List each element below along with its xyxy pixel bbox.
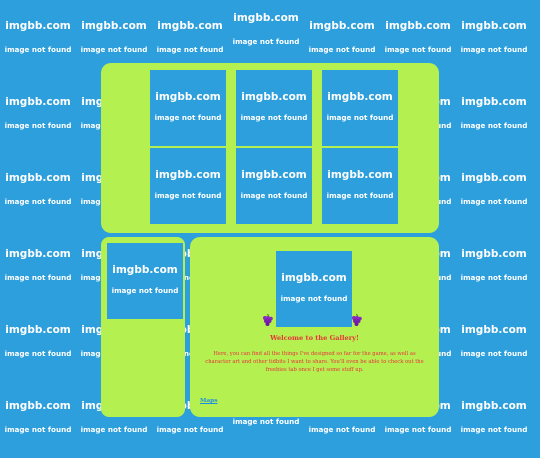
placeholder-message: image not found	[384, 45, 452, 54]
placeholder-message: image not found	[460, 197, 528, 206]
placeholder-message: image not found	[4, 197, 72, 206]
background-tile: imgbb.com image not found	[456, 154, 532, 230]
placeholder-brand: imgbb.com	[461, 248, 527, 260]
gallery-image[interactable]: imgbb.com image not found	[150, 70, 226, 146]
placeholder-message: image not found	[156, 425, 224, 434]
placeholder-brand: imgbb.com	[281, 272, 347, 284]
placeholder-brand: imgbb.com	[155, 91, 221, 103]
placeholder-message: image not found	[326, 113, 394, 122]
placeholder-message: image not found	[308, 425, 376, 434]
placeholder-message: image not found	[154, 191, 222, 200]
placeholder-message: image not found	[152, 273, 228, 282]
placeholder-brand: imgbb.com	[233, 12, 299, 24]
placeholder-message: image not found	[4, 45, 72, 54]
placeholder-message: image not found	[460, 349, 528, 358]
gallery-image[interactable]: imgbb.com image not found	[236, 70, 312, 146]
placeholder-message: image not found	[460, 273, 528, 282]
background-tile: imgbb.com image not found	[380, 2, 456, 78]
background-tile: imgbb.com image not found	[456, 306, 532, 382]
gallery-panel: imgbb.com image not found imgbb.com imag…	[101, 63, 439, 233]
welcome-heading: Welcome to the Gallery!	[270, 334, 359, 342]
placeholder-brand: imgbb.com	[327, 91, 393, 103]
background-tile: imgbb.com image not found	[0, 382, 76, 458]
placeholder-message: image not found	[152, 349, 228, 358]
placeholder-message: image not found	[460, 425, 528, 434]
placeholder-brand: imgbb.com	[327, 169, 393, 181]
placeholder-brand: imgbb.com	[461, 96, 527, 108]
placeholder-message: image not found	[308, 45, 376, 54]
placeholder-brand: imgbb.com	[5, 400, 71, 412]
placeholder-brand: imgbb.com	[157, 20, 223, 32]
placeholder-brand: imgbb.com	[5, 20, 71, 32]
welcome-text: Here, you can find all the things I've d…	[205, 351, 424, 373]
placeholder-brand: imgbb.com	[461, 172, 527, 184]
placeholder-brand: imgbb.com	[241, 91, 307, 103]
profile-image: imgbb.com image not found	[107, 243, 183, 319]
background-tile: imgbb.com image not found	[76, 2, 152, 78]
background-tile: imgbb.com image not found	[456, 382, 532, 458]
background-tile: imgbb.com image not found	[456, 78, 532, 154]
placeholder-message: image not found	[111, 286, 179, 295]
maps-link[interactable]: Maps	[200, 398, 218, 404]
placeholder-message: image not found	[4, 121, 72, 130]
background-tile: imgbb.com image not found	[456, 2, 532, 78]
placeholder-message: image not found	[156, 45, 224, 54]
placeholder-brand: imgbb.com	[5, 248, 71, 260]
background-tile: imgbb.com image not found	[152, 2, 228, 78]
placeholder-brand: imgbb.com	[385, 20, 451, 32]
background-tile: imgbb.com image not found	[228, 0, 304, 70]
placeholder-message: image not found	[240, 113, 308, 122]
header-image: imgbb.com image not found	[276, 251, 352, 327]
placeholder-brand: imgbb.com	[309, 20, 375, 32]
placeholder-brand: imgbb.com	[241, 169, 307, 181]
placeholder-brand: imgbb.com	[5, 324, 71, 336]
placeholder-message: image not found	[280, 294, 348, 303]
placeholder-brand: imgbb.com	[461, 324, 527, 336]
placeholder-message: image not found	[384, 425, 452, 434]
background-tile: imgbb.com image not found	[0, 78, 76, 154]
placeholder-message: image not found	[4, 349, 72, 358]
placeholder-message: image not found	[326, 191, 394, 200]
placeholder-message: image not found	[80, 45, 148, 54]
placeholder-message: image not found	[4, 425, 72, 434]
gallery-image[interactable]: imgbb.com image not found	[322, 70, 398, 146]
background-tile: imgbb.com image not found	[304, 2, 380, 78]
background-tile: imgbb.com image not found	[0, 2, 76, 78]
gallery-image[interactable]: imgbb.com image not found	[150, 148, 226, 224]
placeholder-brand: imgbb.com	[461, 400, 527, 412]
background-tile: imgbb.com image not found	[0, 306, 76, 382]
grapes-icon	[263, 314, 273, 326]
placeholder-brand: imgbb.com	[81, 20, 147, 32]
placeholder-message: image not found	[232, 37, 300, 46]
background-tile: imgbb.com image not found	[0, 230, 76, 306]
placeholder-brand: imgbb.com	[112, 264, 178, 276]
placeholder-message: image not found	[232, 417, 300, 426]
placeholder-message: image not found	[154, 113, 222, 122]
placeholder-brand: imgbb.com	[5, 96, 71, 108]
placeholder-message: image not found	[80, 425, 148, 434]
gallery-image[interactable]: imgbb.com image not found	[322, 148, 398, 224]
placeholder-brand: imgbb.com	[461, 20, 527, 32]
placeholder-brand: imgbb.com	[5, 172, 71, 184]
placeholder-brand: imgbb.com	[155, 169, 221, 181]
background-tile: imgbb.com image not found	[0, 154, 76, 230]
grapes-icon	[352, 314, 362, 326]
placeholder-message: image not found	[240, 191, 308, 200]
placeholder-message: image not found	[460, 45, 528, 54]
gallery-image[interactable]: imgbb.com image not found	[236, 148, 312, 224]
placeholder-message: image not found	[460, 121, 528, 130]
placeholder-message: image not found	[4, 273, 72, 282]
background-tile: imgbb.com image not found	[456, 230, 532, 306]
